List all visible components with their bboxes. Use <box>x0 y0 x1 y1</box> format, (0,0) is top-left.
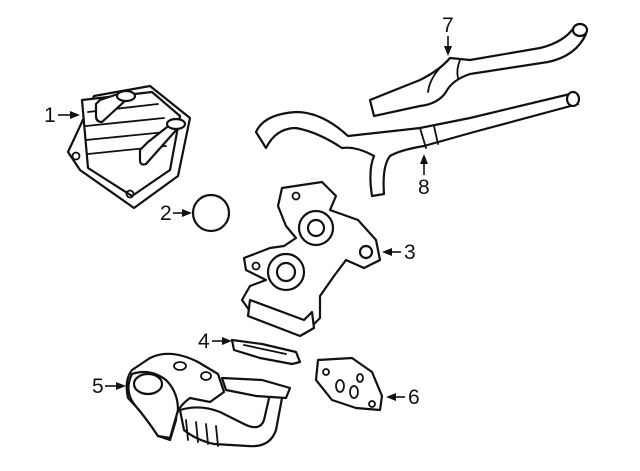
callout-3: 3 <box>404 241 416 264</box>
callout-6: 6 <box>408 386 420 409</box>
egr-pipe-part <box>125 352 292 448</box>
cooler-housing-part <box>240 180 382 338</box>
callout-2: 2 <box>160 202 172 225</box>
gasket-flange-part <box>314 356 384 412</box>
coolant-hose-upper-part <box>368 22 589 118</box>
callout-7: 7 <box>442 14 454 37</box>
coolant-hose-lower-part <box>254 90 581 198</box>
callout-4: 4 <box>198 330 210 353</box>
callout-5: 5 <box>92 375 104 398</box>
callout-8: 8 <box>418 176 430 199</box>
leaders <box>58 36 452 401</box>
o-ring-part <box>191 193 231 233</box>
oil-cooler-part <box>66 84 192 210</box>
callout-1: 1 <box>44 104 56 127</box>
gasket-upper-part <box>230 338 302 366</box>
